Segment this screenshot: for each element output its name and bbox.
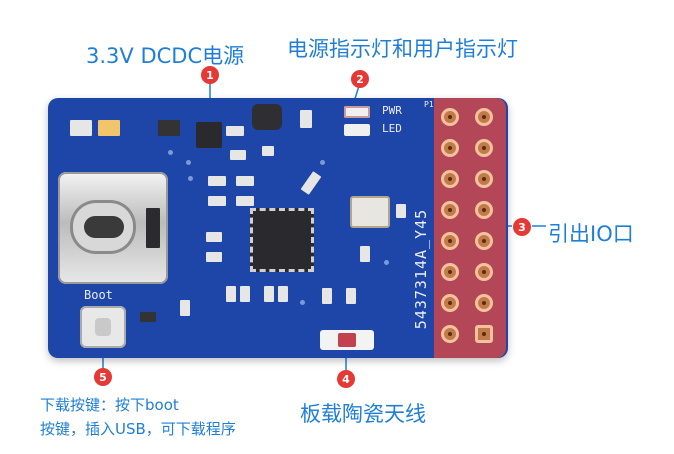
usb-c-port-tongue (84, 216, 124, 238)
header-pin (475, 201, 493, 219)
via (186, 160, 191, 165)
smd-component (360, 246, 370, 262)
smd-component (322, 288, 332, 304)
pin-header (434, 98, 506, 358)
antenna-annotation: 板载陶瓷天线 (300, 402, 426, 426)
user-led (344, 124, 370, 136)
boot-annotation-line2: 按键，插入USB，可下载程序 (40, 420, 236, 438)
header-pin (441, 325, 459, 343)
smd-component (206, 232, 222, 242)
silk-p1: P1 (424, 100, 434, 109)
smd-component (300, 110, 312, 128)
header-pin (475, 263, 493, 281)
via (300, 300, 305, 305)
header-pin (441, 201, 459, 219)
smd-component (262, 146, 274, 156)
smd-component (206, 252, 222, 262)
smd-component (264, 286, 274, 302)
smd-component (236, 176, 254, 186)
header-pin (475, 108, 493, 126)
io-annotation: 引出IO口 (548, 222, 634, 246)
inductor (252, 104, 282, 130)
silk-pwr: PWR (382, 104, 402, 117)
smd-component (208, 196, 226, 206)
via (188, 176, 193, 181)
smd-component (98, 120, 120, 136)
badge-4: 4 (337, 370, 355, 388)
via (384, 260, 389, 265)
crystal (350, 196, 390, 228)
led-annotation: 电源指示灯和用户指示灯 (287, 37, 518, 61)
header-pin (475, 232, 493, 250)
header-pin (441, 263, 459, 281)
smd-component (278, 286, 288, 302)
smd-component (226, 286, 236, 302)
smd-component (70, 120, 92, 136)
badge-3: 3 (513, 218, 531, 236)
badge-1: 1 (201, 66, 219, 84)
header-pin (441, 108, 459, 126)
header-pin (441, 139, 459, 157)
smd-component (396, 204, 406, 218)
header-pin (441, 170, 459, 188)
pwr-led (344, 106, 370, 118)
smd-component (226, 126, 244, 136)
smd-component (208, 176, 226, 186)
via (168, 150, 173, 155)
smd-component (146, 208, 160, 248)
smd-component (240, 286, 250, 302)
badge-2: 2 (351, 70, 369, 88)
smd-component (346, 288, 356, 304)
smd-component (158, 120, 180, 136)
silk-led: LED (382, 122, 402, 135)
mcu-chip (250, 208, 314, 272)
badge-5: 5 (94, 368, 112, 386)
boot-button-cap (95, 318, 111, 336)
boot-annotation-line1: 下载按键：按下boot (40, 396, 179, 414)
smd-component (230, 150, 246, 160)
smd-component (140, 312, 156, 322)
dcdc-regulator-chip (196, 122, 222, 148)
header-pin (475, 170, 493, 188)
antenna-core (338, 333, 356, 347)
silk-boot: Boot (84, 288, 113, 302)
smd-component (180, 300, 190, 316)
header-pin (475, 325, 493, 343)
header-pin (475, 139, 493, 157)
via (320, 160, 325, 165)
header-pin (475, 294, 493, 312)
dcdc-annotation: 3.3V DCDC电源 (86, 44, 245, 68)
smd-component (236, 196, 254, 206)
silk-serial: 5437314A_Y45 (412, 208, 430, 330)
header-pin (441, 294, 459, 312)
header-pin (441, 232, 459, 250)
